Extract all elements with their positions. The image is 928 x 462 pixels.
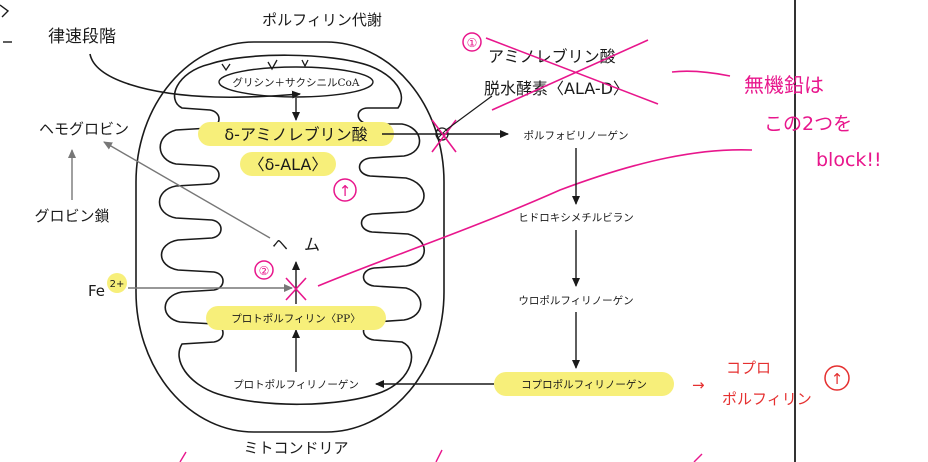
rate-limiting-pointer: [89, 53, 301, 99]
copro-note-line2: ポルフィリン: [722, 390, 812, 408]
rate-limiting-note: 律速段階: [48, 27, 116, 47]
lead-pointer-1: [671, 70, 731, 77]
lead-note-line3: block!!: [816, 149, 882, 171]
enzyme-strike-2: [491, 39, 649, 111]
hemoglobin-label: ヘモグロビン: [39, 120, 129, 138]
protoporphyrin-pp: プロトポルフィリン〈PP〉: [231, 313, 360, 325]
enzyme-pointer-line: [445, 95, 493, 131]
pink-cross-2b: [285, 277, 307, 301]
copro-highlight: [494, 372, 674, 396]
globin-label: グロビン鎖: [34, 207, 109, 225]
hydroxymethylbilane: ヒドロキシメチルビラン: [518, 212, 634, 224]
uroporphyrinogen: ウロポルフィリノーゲン: [518, 295, 633, 307]
tick-arrow-1: [221, 63, 231, 72]
copro-increase-circle: [824, 365, 850, 391]
copro-note-arrow: →: [692, 376, 705, 394]
coproporphyrinogen: コプロポルフィリノーゲン: [521, 379, 647, 391]
ala-name: δ-アミノレブリン酸: [224, 125, 367, 144]
mitochondria-label: ミトコンドリア: [243, 439, 348, 457]
bottom-mark-1: [179, 451, 187, 462]
bottom-mark-3: [693, 453, 703, 462]
tick-arrow-2: [267, 59, 278, 71]
arrow-heme-to-hemoglobin: [103, 141, 271, 239]
fe-label: Fe: [88, 282, 105, 300]
copro-increase-symbol: ↑: [831, 370, 844, 388]
ala-highlight: [198, 122, 394, 146]
pp-highlight: [206, 306, 386, 330]
heme-label: ヘ ム: [272, 235, 320, 254]
lead-pointer-2: [317, 148, 753, 287]
circled-two-ring: [254, 260, 274, 280]
protoporphyrinogen: プロトポルフィリノーゲン: [233, 379, 359, 391]
bottom-mark-2: [435, 449, 443, 462]
circled-two: ②: [259, 264, 270, 278]
ala-abbr: 〈δ-ALA〉: [249, 155, 328, 174]
ala-increase-circle: [333, 178, 357, 202]
tick-arrow-3: [301, 59, 309, 68]
ala-increase-symbol: ↑: [339, 182, 352, 200]
corner-mark-1: [0, 4, 10, 18]
lead-note-line2: この2つを: [764, 113, 852, 135]
circled-one-ring: [462, 32, 482, 52]
diagram-title: ポルフィリン代謝: [262, 11, 382, 29]
fe-charge-highlight: [107, 273, 127, 293]
glycine-label: グリシン＋サクシニルCoA: [233, 76, 360, 89]
circled-one: ①: [467, 36, 478, 50]
enzyme-label-line2: 脱水酵素〈ALA-D〉: [484, 79, 629, 98]
fe-charge: 2+: [110, 279, 125, 290]
lead-note-line1: 無機鉛は: [744, 73, 824, 97]
copro-note-line1: コプロ: [726, 359, 771, 377]
mitochondria-inner-membrane: [158, 54, 425, 406]
enzyme-strike-1: [485, 37, 659, 105]
porphobilinogen: ポルフォビリノーゲン: [524, 130, 629, 142]
ala-abbr-highlight: [240, 152, 336, 176]
